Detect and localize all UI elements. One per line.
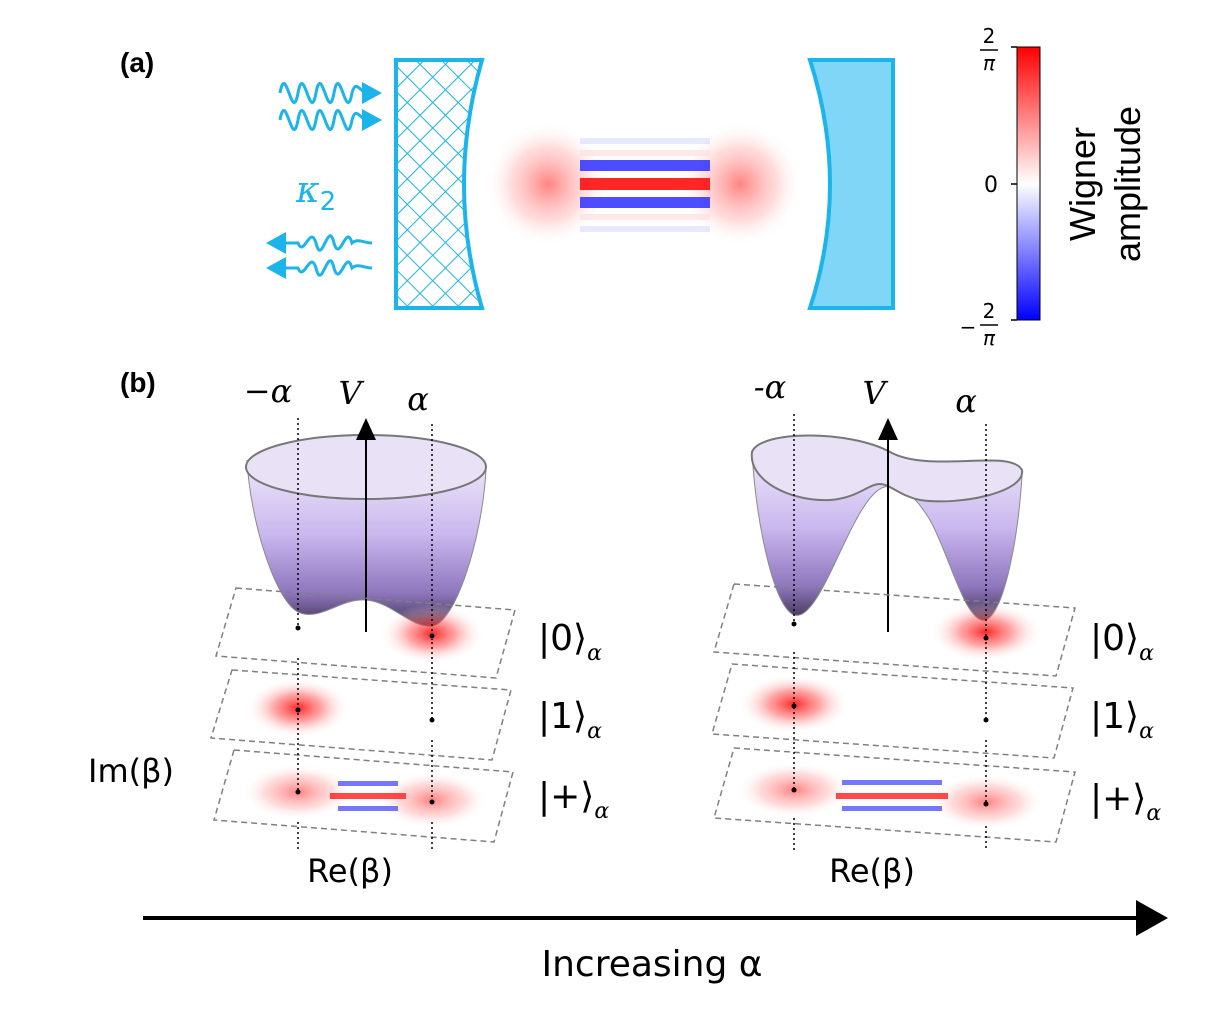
left-neg-alpha-label: −α (244, 372, 292, 410)
colorbar-tick-bottom-sign: − (960, 315, 977, 339)
right-potential-label: V (862, 374, 888, 412)
im-beta-label: Im(β) (88, 752, 174, 790)
colorbar-title-line1: Wigner (1062, 127, 1103, 241)
colorbar-tick-mid: 0 (984, 173, 998, 198)
right-mirror (807, 58, 895, 310)
colorbar-tick-top-den: π (983, 51, 996, 75)
left-re-beta-label: Re(β) (307, 852, 393, 890)
right-potential-rim (750, 434, 1024, 503)
right-plane-1 (711, 663, 1074, 759)
increasing-alpha-label: Increasing α (541, 944, 762, 985)
left-guides (297, 418, 433, 850)
cavity-wigner-plot (486, 122, 802, 246)
colorbar: 2 π 0 − 2 π Wigner amplitude (960, 24, 1148, 350)
left-points (295, 625, 435, 805)
right-plane-0 (713, 583, 1076, 677)
right-ket-labels: |0⟩α |1⟩α |+⟩α (1090, 618, 1161, 826)
colorbar-tick-bottom-num: 2 (983, 299, 996, 323)
right-pos-alpha-label: α (955, 382, 977, 420)
right-neg-alpha-label: -α (754, 368, 786, 406)
left-plane-1 (210, 669, 512, 761)
right-guides (793, 414, 987, 850)
left-ket-plus: |+⟩α (538, 776, 609, 824)
right-ket-1: |1⟩α (1090, 696, 1154, 744)
right-plane-plus (713, 747, 1076, 843)
left-plane-plus (213, 749, 514, 843)
left-pos-alpha-label: α (407, 380, 429, 418)
colorbar-title-line2: amplitude (1107, 106, 1148, 262)
colorbar-tick-bottom-den: π (983, 326, 996, 350)
left-ket-0: |0⟩α (538, 618, 602, 666)
left-ket-labels: |0⟩α |1⟩α |+⟩α (538, 618, 609, 824)
left-column: −α V α (88, 372, 516, 890)
right-re-beta-label: Re(β) (829, 852, 915, 890)
right-v-arrowhead (878, 418, 898, 440)
left-mirror (394, 58, 485, 310)
kappa2-label: κ2 (295, 170, 336, 217)
left-ket-1: |1⟩α (538, 696, 602, 744)
right-ket-plus: |+⟩α (1090, 778, 1161, 826)
left-v-arrowhead (356, 418, 376, 440)
panel-b-label: (b) (120, 367, 156, 398)
outgoing-wave-icon (266, 232, 373, 279)
right-ket-0: |0⟩α (1090, 618, 1154, 666)
incoming-wave-icon (278, 82, 382, 131)
increasing-alpha-arrowhead (1136, 900, 1168, 936)
colorbar-gradient (1016, 46, 1041, 321)
right-points (791, 621, 989, 807)
left-potential-label: V (338, 374, 364, 412)
right-column: -α V α (711, 368, 1076, 890)
colorbar-tick-top-num: 2 (983, 24, 996, 48)
panel-a-label: (a) (120, 47, 154, 78)
